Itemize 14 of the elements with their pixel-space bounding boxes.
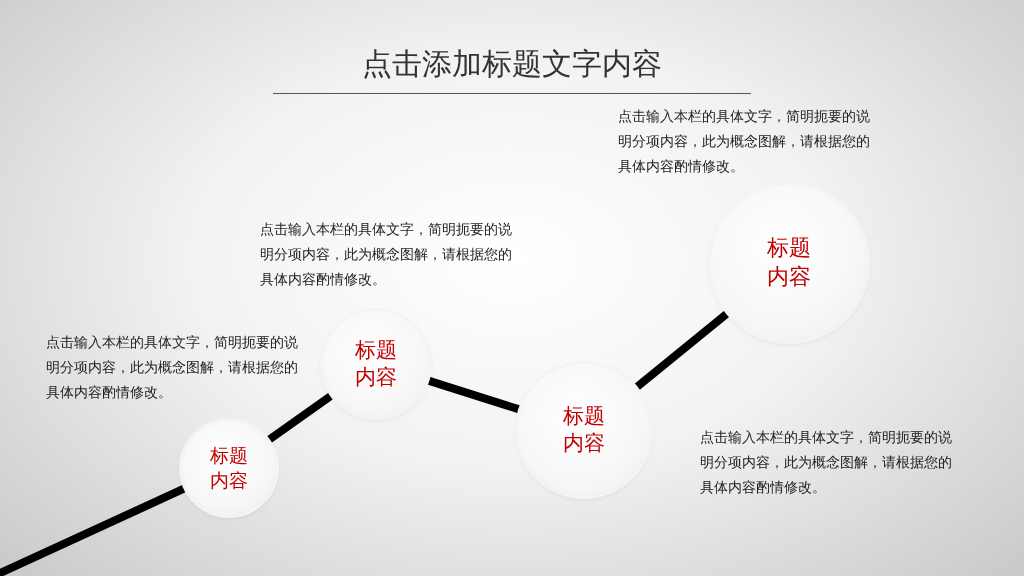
node-label: 标题内容 xyxy=(210,443,248,493)
connector-line xyxy=(427,376,521,414)
connector-line xyxy=(0,484,187,576)
connector-line xyxy=(634,310,730,391)
node-label: 标题内容 xyxy=(767,234,811,291)
circle-node xyxy=(182,421,276,515)
connector-line xyxy=(266,392,334,443)
description-text: 点击输入本栏的具体文字，简明扼要的说明分项内容，此为概念图解，请根据您的具体内容酌情修改。 xyxy=(618,107,871,176)
description-text: 点击输入本栏的具体文字，简明扼要的说明分项内容，此为概念图解，请根据您的具体内容酌情修改。 xyxy=(700,428,953,497)
node-label: 标题内容 xyxy=(355,336,397,391)
description-text: 点击输入本栏的具体文字，简明扼要的说明分项内容，此为概念图解，请根据您的具体内容酌情修改。 xyxy=(46,333,299,402)
description-text: 点击输入本栏的具体文字，简明扼要的说明分项内容，此为概念图解，请根据您的具体内容酌情修改。 xyxy=(260,220,513,289)
title: 点击添加标题文字内容 xyxy=(361,45,663,83)
node-label: 标题内容 xyxy=(563,402,605,457)
